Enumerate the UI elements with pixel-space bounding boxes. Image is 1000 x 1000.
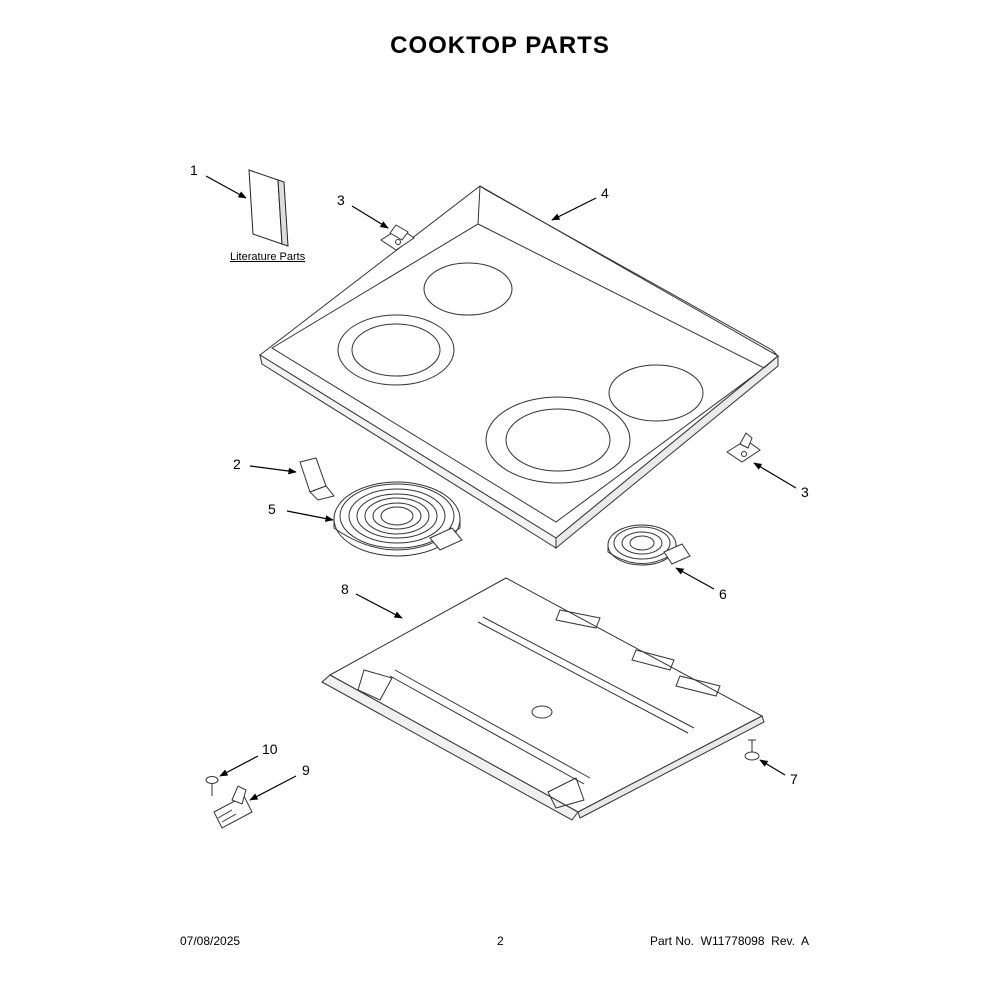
- screw: [744, 739, 760, 761]
- literature-parts-label: Literature Parts: [230, 251, 306, 263]
- large-radiant-element: [333, 481, 463, 557]
- callout-4: 4: [601, 185, 609, 201]
- page-title: COOKTOP PARTS: [390, 32, 610, 59]
- callout-3-right: 3: [801, 484, 809, 500]
- small-radiant-element: [607, 524, 691, 566]
- callout-8: 8: [341, 581, 349, 597]
- callout-3-left: 3: [337, 192, 345, 208]
- literature-booklet: [248, 169, 289, 247]
- burner-box-pan: [321, 577, 765, 821]
- callout-10: 10: [262, 741, 278, 757]
- terminal-block: [213, 785, 253, 829]
- footer-page-number: 2: [497, 934, 504, 948]
- callout-6: 6: [719, 586, 727, 602]
- callout-2: 2: [233, 456, 241, 472]
- footer-part-number: Part No. W11778098 Rev. A: [650, 934, 809, 948]
- leader-arrows: [205, 175, 797, 801]
- element-clip: [299, 457, 335, 501]
- mounting-bracket-right: [726, 432, 761, 463]
- mounting-bracket-left: [380, 224, 415, 251]
- callout-5: 5: [268, 501, 276, 517]
- callout-1: 1: [190, 162, 198, 178]
- cooktop-glass-top: [259, 185, 779, 550]
- footer-date: 07/08/2025: [180, 934, 241, 948]
- callout-7: 7: [790, 771, 798, 787]
- callout-9: 9: [302, 762, 310, 778]
- bolt: [205, 776, 219, 796]
